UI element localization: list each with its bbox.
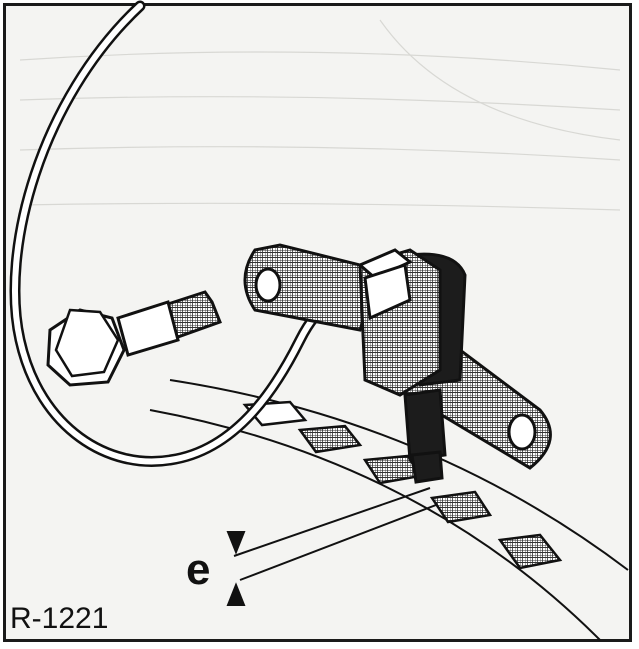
ring-window	[242, 400, 563, 570]
figure-reference: R-1221	[10, 602, 109, 635]
reluctor-ring	[149, 379, 629, 641]
background-lines	[19, 19, 621, 211]
dimension-e-marker	[226, 487, 437, 606]
dimension-label: e	[186, 545, 211, 594]
sensor-cable	[9, 0, 371, 467]
crankshaft-sensor	[357, 248, 467, 484]
mounting-bolt	[46, 290, 222, 387]
